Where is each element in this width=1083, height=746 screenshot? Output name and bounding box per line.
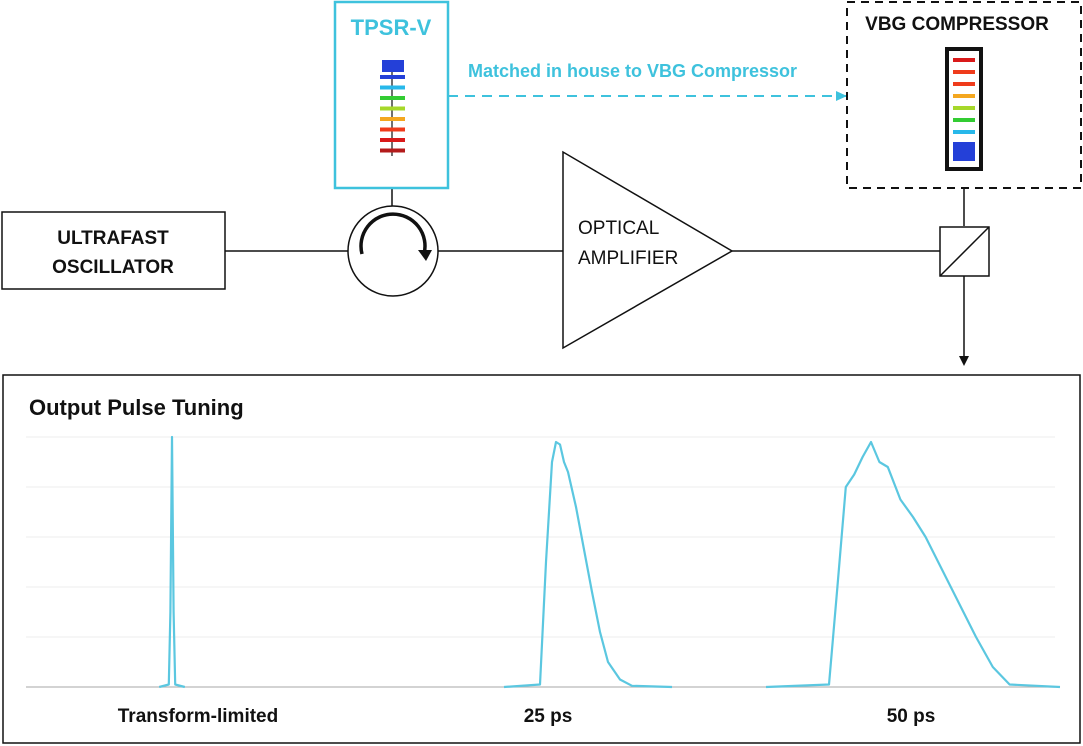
vbg-grating-stripe [953, 82, 975, 86]
tpsr-grating-top-block [382, 60, 404, 72]
chart-grid [26, 436, 1055, 638]
pulse-labels: Transform-limited 25 ps 50 ps [118, 706, 936, 727]
beam-splitter-icon [939, 226, 990, 277]
vbg-compressor-label: VBG COMPRESSOR [865, 14, 1049, 35]
tpsr-grating-stripe [380, 96, 405, 100]
amplifier-label-line2: AMPLIFIER [578, 248, 678, 269]
vbg-grating-stripe [953, 94, 975, 98]
vbg-grating-stripe [953, 58, 975, 62]
tpsr-grating-stripe [380, 138, 405, 142]
circulator-circle [347, 205, 439, 297]
pulse-traces [158, 435, 1061, 689]
tpsr-v-label: TPSR-V [351, 15, 432, 40]
vbg-grating-stripe [953, 118, 975, 122]
pulse-label: 25 ps [524, 706, 573, 727]
pulse-label: 50 ps [887, 706, 936, 727]
beam-lines [225, 156, 969, 366]
tpsr-grating-stripe [380, 75, 405, 79]
vbg-grating-stripe [953, 70, 975, 74]
circulator [347, 205, 439, 297]
vbg-grating-bottom-block [953, 145, 975, 161]
amplifier-label-line1: OPTICAL [578, 218, 659, 239]
pulse-trace-1 [158, 435, 186, 689]
pulse-trace-3 [765, 440, 1061, 689]
circulator-arrow-icon [359, 212, 427, 255]
panel-title: Output Pulse Tuning [29, 395, 244, 420]
vbg-grating-stripe [953, 130, 975, 134]
tpsr-grating-stripe [380, 85, 405, 90]
tpsr-grating-stripe [380, 127, 405, 132]
optical-amplifier: OPTICAL AMPLIFIER [562, 150, 734, 350]
vbg-grating-stripe [953, 106, 975, 110]
vbg-grating-stripe [953, 142, 975, 146]
oscillator-label-line2: OSCILLATOR [52, 257, 174, 278]
oscillator-label-line1: ULTRAFAST [57, 228, 169, 249]
pulse-trace-2 [503, 440, 673, 689]
matched-note: Matched in house to VBG Compressor [468, 61, 797, 81]
matched-link: Matched in house to VBG Compressor [448, 61, 847, 101]
tpsr-grating-stripe [380, 148, 405, 153]
pulse-label: Transform-limited [118, 706, 278, 727]
vbg-grating [953, 58, 975, 161]
tpsr-grating [380, 60, 405, 156]
vbg-compressor-box: VBG COMPRESSOR [846, 1, 1082, 189]
output-pulse-panel: Output Pulse Tuning Transform-limited 25 … [2, 374, 1081, 744]
tpsr-v-box: TPSR-V [333, 0, 450, 190]
ultrafast-oscillator-box: ULTRAFAST OSCILLATOR [1, 211, 226, 290]
tpsr-grating-stripe [380, 106, 405, 111]
tpsr-grating-stripe [380, 117, 405, 121]
